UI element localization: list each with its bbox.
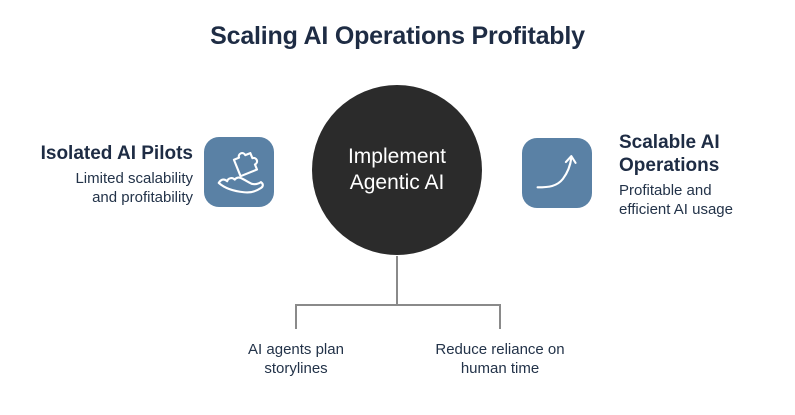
center-node-label-line2: Agentic AI xyxy=(349,171,445,194)
growth-arrow-icon xyxy=(530,146,584,200)
left-item-description: Limited scalability and profitability xyxy=(40,169,193,207)
connector-stem xyxy=(396,256,398,305)
page-title: Scaling AI Operations Profitably xyxy=(210,22,585,50)
right-item-heading-line2: Operations xyxy=(619,155,720,176)
right-item-text: Scalable AI Operations Profitable and ef… xyxy=(619,131,769,219)
right-item-description-line1: Profitable and xyxy=(619,182,712,199)
right-item-description-line2: efficient AI usage xyxy=(619,201,733,218)
connector-drop-left xyxy=(295,304,297,329)
connector-horizontal xyxy=(295,304,501,306)
left-item-description-line1: Limited scalability xyxy=(75,170,193,187)
left-item-heading: Isolated AI Pilots xyxy=(40,143,193,164)
right-item-heading-line1: Scalable AI xyxy=(619,132,720,153)
left-item-description-line2: and profitability xyxy=(92,189,193,206)
right-item-description: Profitable and efficient AI usage xyxy=(619,181,769,219)
hand-holding-puzzle-icon xyxy=(212,145,266,199)
connector-drop-right xyxy=(499,304,501,329)
left-icon-tile xyxy=(204,137,274,207)
outcome-left-line2: storylines xyxy=(264,360,328,377)
outcome-left-line1: AI agents plan xyxy=(248,341,344,358)
left-item-text: Isolated AI Pilots Limited scalability a… xyxy=(40,142,193,207)
center-node-label-line1: Implement xyxy=(347,145,447,168)
right-icon-tile xyxy=(522,138,592,208)
outcome-label-left: AI agents plan storylines xyxy=(216,340,376,378)
right-item-heading: Scalable AI Operations xyxy=(619,131,769,177)
center-node: Implement Agentic AI xyxy=(312,85,482,255)
outcome-right-line1: Reduce reliance on xyxy=(435,341,565,358)
outcome-right-line2: human time xyxy=(460,360,540,377)
outcome-label-right: Reduce reliance on human time xyxy=(420,340,580,378)
